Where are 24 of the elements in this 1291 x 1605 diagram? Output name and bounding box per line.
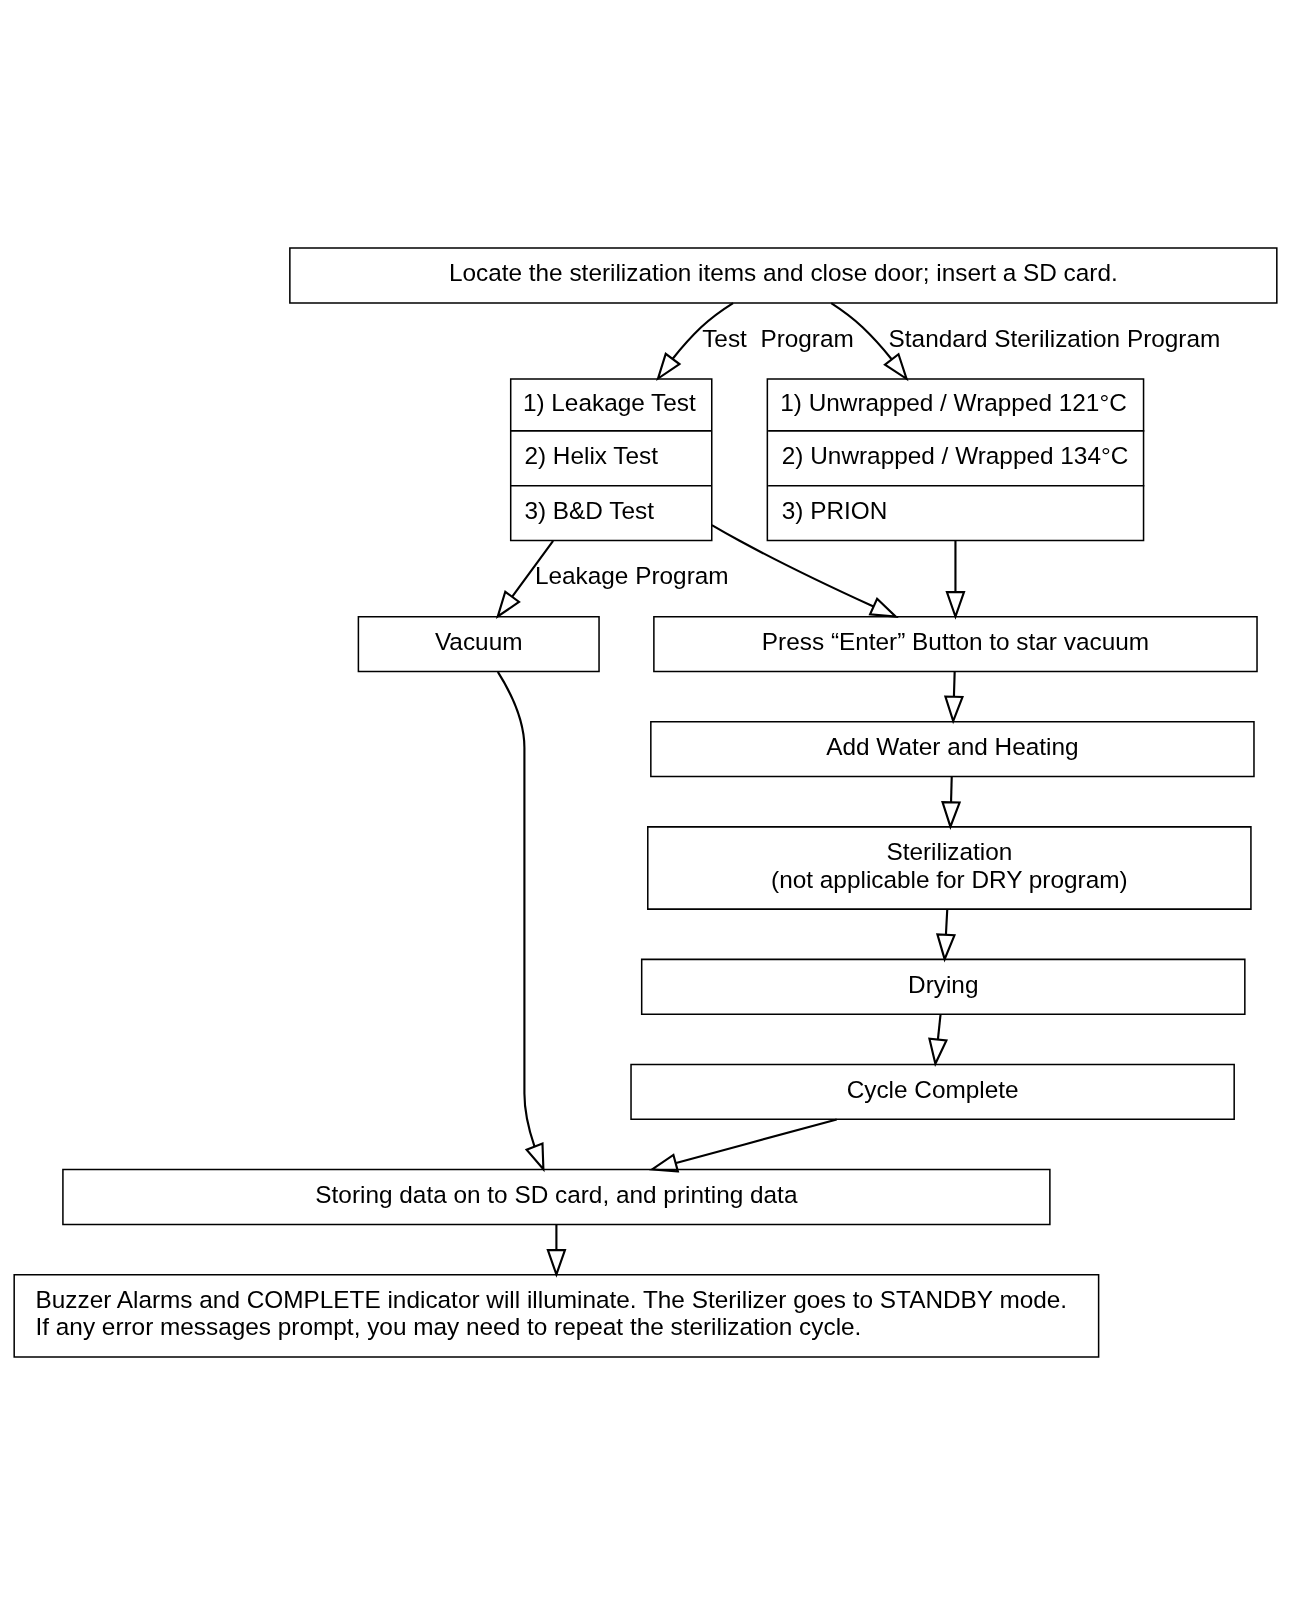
arrow <box>546 1224 567 1278</box>
edge-label: Test Program <box>702 324 854 352</box>
node-box: Cycle Complete <box>630 1063 1235 1121</box>
arrow <box>711 524 899 618</box>
arrow <box>935 909 956 963</box>
arrow <box>928 1014 948 1068</box>
node-box: Locate the sterilization items and close door; insert a SD card. <box>289 247 1278 304</box>
node-box: Vacuum <box>357 615 600 673</box>
arrow <box>656 302 734 382</box>
edge-label: Standard Sterilization Program <box>888 324 1221 352</box>
arrow <box>495 540 554 620</box>
node-box: Press “Enter” Button to star vacuum <box>653 615 1258 673</box>
node-box: Storing data on to SD card, and printing data <box>62 1168 1051 1226</box>
node-box: Sterilization (not applicable for DRY program) <box>647 826 1252 910</box>
arrow <box>830 302 909 382</box>
node-box: Add Water and Heating <box>650 721 1255 778</box>
arrow <box>943 671 964 725</box>
arrow <box>945 540 966 620</box>
node-box: Buzzer Alarms and COMPLETE indicator will illuminate. The Sterilizer goes to STANDBY mode. If any error messages prompt, you may need to repeat the sterilization cycle. <box>13 1273 1100 1358</box>
arrow <box>649 1118 837 1173</box>
edge-label: Leakage Program <box>534 562 729 590</box>
arrow <box>496 671 545 1173</box>
node-box: Drying <box>640 958 1246 1015</box>
arrow <box>941 776 962 830</box>
